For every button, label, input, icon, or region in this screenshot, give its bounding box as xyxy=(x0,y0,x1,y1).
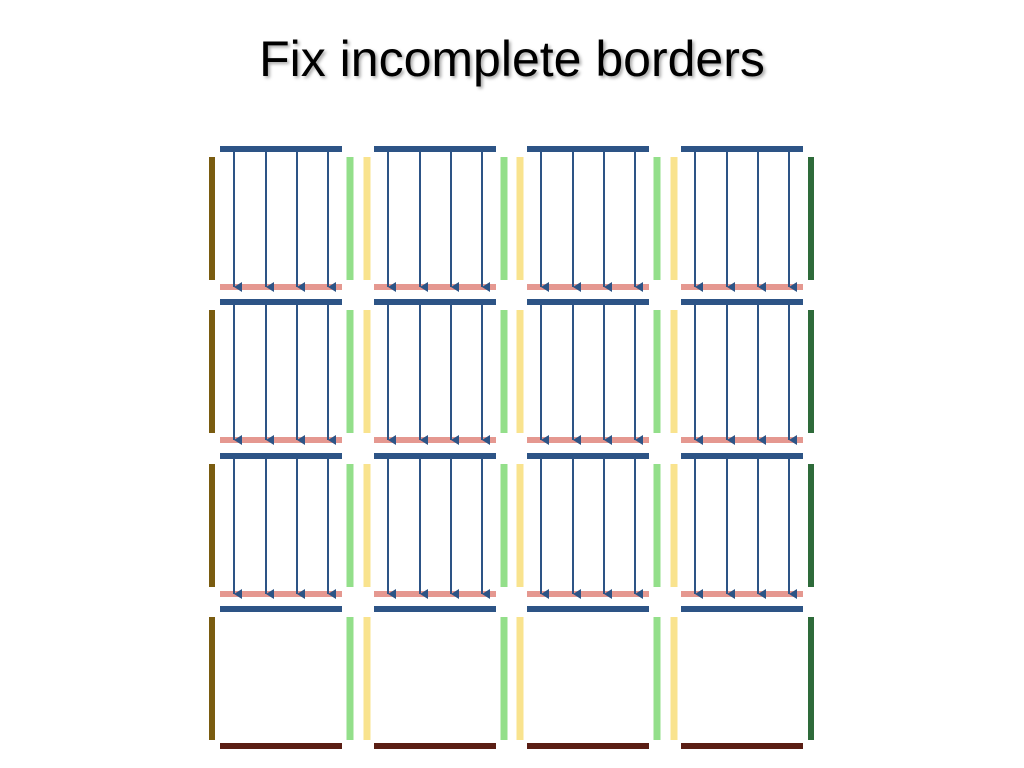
slide-title: Fix incomplete borders xyxy=(259,31,765,87)
